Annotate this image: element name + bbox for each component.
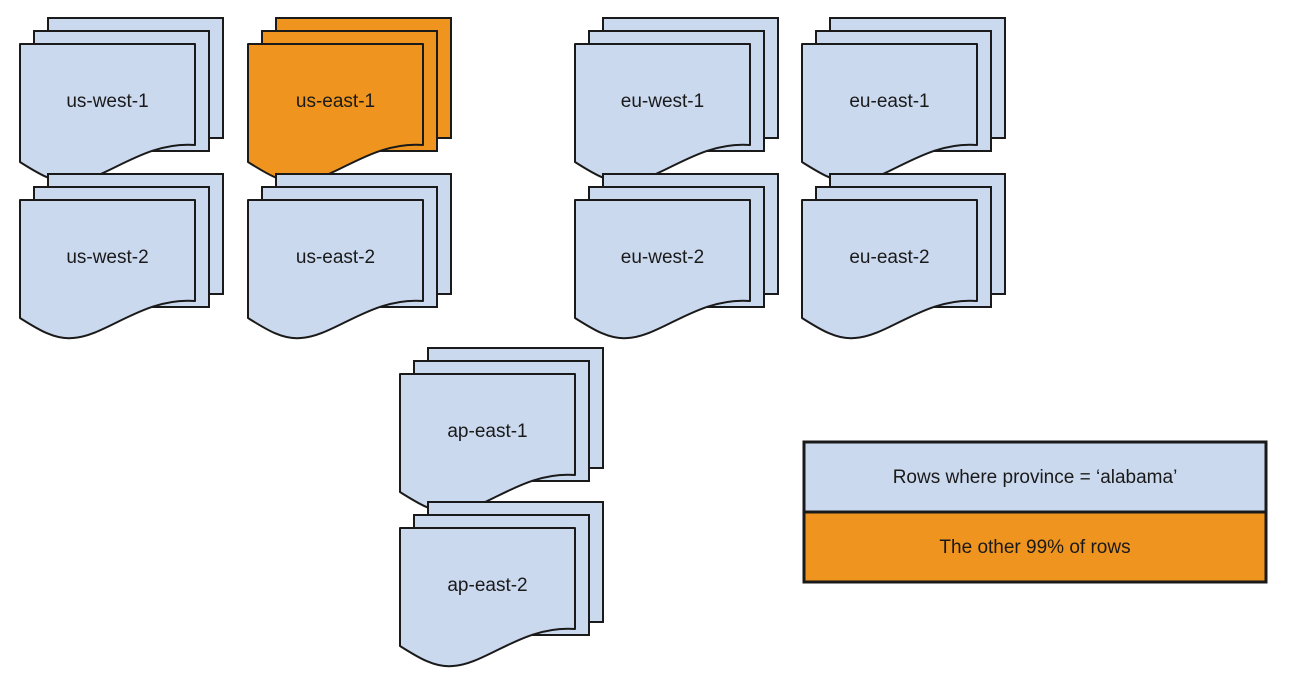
stack-sheet-front	[247, 199, 424, 340]
document-stack-us-west-1[interactable]: us-west-1	[19, 17, 224, 184]
legend-swatch-other-rows	[802, 510, 1268, 584]
stack-sheet-front	[574, 43, 751, 184]
legend-row-other-rows: The other 99% of rows	[802, 510, 1268, 584]
document-stack-ap-east-2[interactable]: ap-east-2	[399, 501, 604, 668]
stack-sheet-front	[19, 43, 196, 184]
legend-row-alabama-rows: Rows where province = ‘alabama’	[802, 440, 1268, 514]
stack-sheet-front	[247, 43, 424, 184]
document-stack-eu-west-2[interactable]: eu-west-2	[574, 173, 779, 340]
legend-group: Rows where province = ‘alabama’The other…	[802, 440, 1268, 584]
stack-sheet-front	[399, 373, 576, 514]
document-stack-ap-east-1[interactable]: ap-east-1	[399, 347, 604, 514]
document-stack-us-east-1[interactable]: us-east-1	[247, 17, 452, 184]
stack-sheet-front	[19, 199, 196, 340]
document-stack-eu-east-2[interactable]: eu-east-2	[801, 173, 1006, 340]
stack-sheet-front	[801, 199, 978, 340]
document-stack-eu-east-1[interactable]: eu-east-1	[801, 17, 1006, 184]
stack-sheet-front	[399, 527, 576, 668]
stack-sheet-front	[574, 199, 751, 340]
legend-swatch-alabama-rows	[802, 440, 1268, 514]
document-stack-us-west-2[interactable]: us-west-2	[19, 173, 224, 340]
document-stack-eu-west-1[interactable]: eu-west-1	[574, 17, 779, 184]
document-stack-us-east-2[interactable]: us-east-2	[247, 173, 452, 340]
stack-sheet-front	[801, 43, 978, 184]
